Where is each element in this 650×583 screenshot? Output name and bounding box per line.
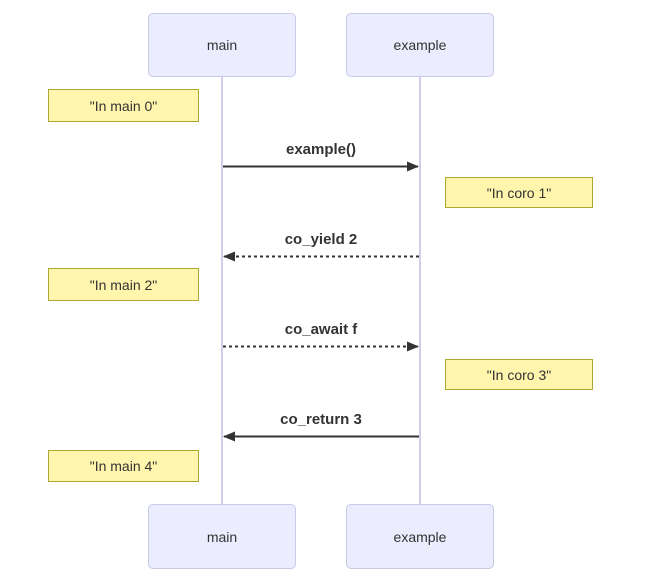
note-in-coro-3: "In coro 3": [445, 359, 593, 390]
lifeline-main: [221, 77, 223, 505]
participant-example-top: example: [346, 13, 494, 77]
message-label-co-await: co_await f: [284, 321, 358, 338]
note-in-main-0: "In main 0": [48, 89, 199, 122]
participant-main-bottom: main: [148, 504, 296, 569]
message-label-co-return: co_return 3: [280, 411, 362, 428]
note-in-coro-1: "In coro 1": [445, 177, 593, 208]
note-in-main-4: "In main 4": [48, 450, 199, 482]
lifeline-example: [419, 77, 421, 505]
note-in-main-2: "In main 2": [48, 268, 199, 301]
participant-main-top: main: [148, 13, 296, 77]
message-label-example-call: example(): [285, 141, 357, 158]
message-label-co-yield: co_yield 2: [284, 231, 358, 248]
participant-example-bottom: example: [346, 504, 494, 569]
